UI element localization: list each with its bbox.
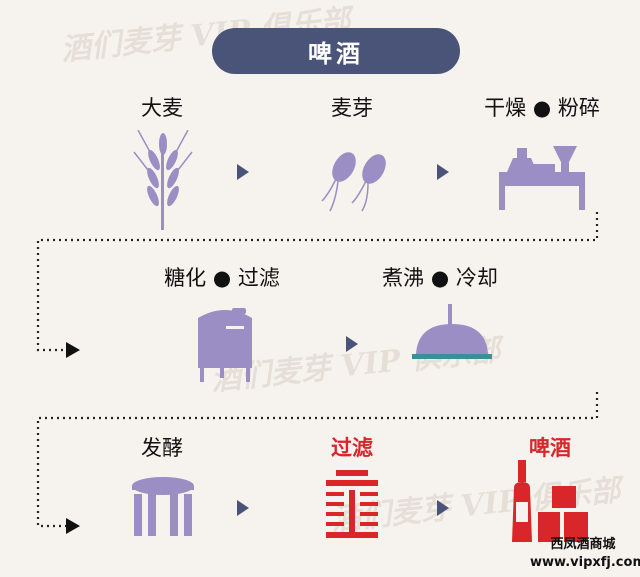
- site-badge: 西凤酒商城 www.vipxfj.com: [530, 536, 640, 572]
- beer-bottle-icon: [512, 460, 588, 542]
- site-url: www.vipxfj.com: [530, 555, 640, 570]
- page-title: 啤酒: [308, 39, 364, 68]
- arrow-right-icon: [237, 500, 249, 516]
- site-name: 西凤酒商城: [550, 537, 616, 552]
- title-pill: 啤酒: [212, 28, 460, 74]
- arrow-right-icon: [346, 336, 358, 352]
- filter-unit-icon: [326, 470, 378, 538]
- step-label-filter: 过滤: [331, 436, 373, 460]
- step-label-beer: 啤酒: [529, 436, 571, 460]
- step-label-dry-crush: 干燥 ● 粉碎: [484, 96, 600, 120]
- mash-tank-icon: [198, 308, 252, 382]
- dry-crush-machine-icon: [499, 146, 585, 210]
- step-label-ferment: 发酵: [141, 436, 183, 460]
- arrow-right-icon: [237, 164, 249, 180]
- step-label-mash-filter: 糖化 ● 过滤: [164, 266, 280, 290]
- malt-icon: [321, 152, 386, 212]
- step-label-barley: 大麦: [141, 96, 183, 120]
- arrow-right-icon: [437, 164, 449, 180]
- arrow-right-icon: [437, 500, 449, 516]
- barley-icon: [133, 130, 193, 230]
- ferment-barrel-icon: [132, 477, 194, 536]
- step-label-boil-cool: 煮沸 ● 冷却: [382, 266, 498, 290]
- boil-kettle-icon: [412, 304, 492, 359]
- step-label-malt: 麦芽: [331, 96, 373, 120]
